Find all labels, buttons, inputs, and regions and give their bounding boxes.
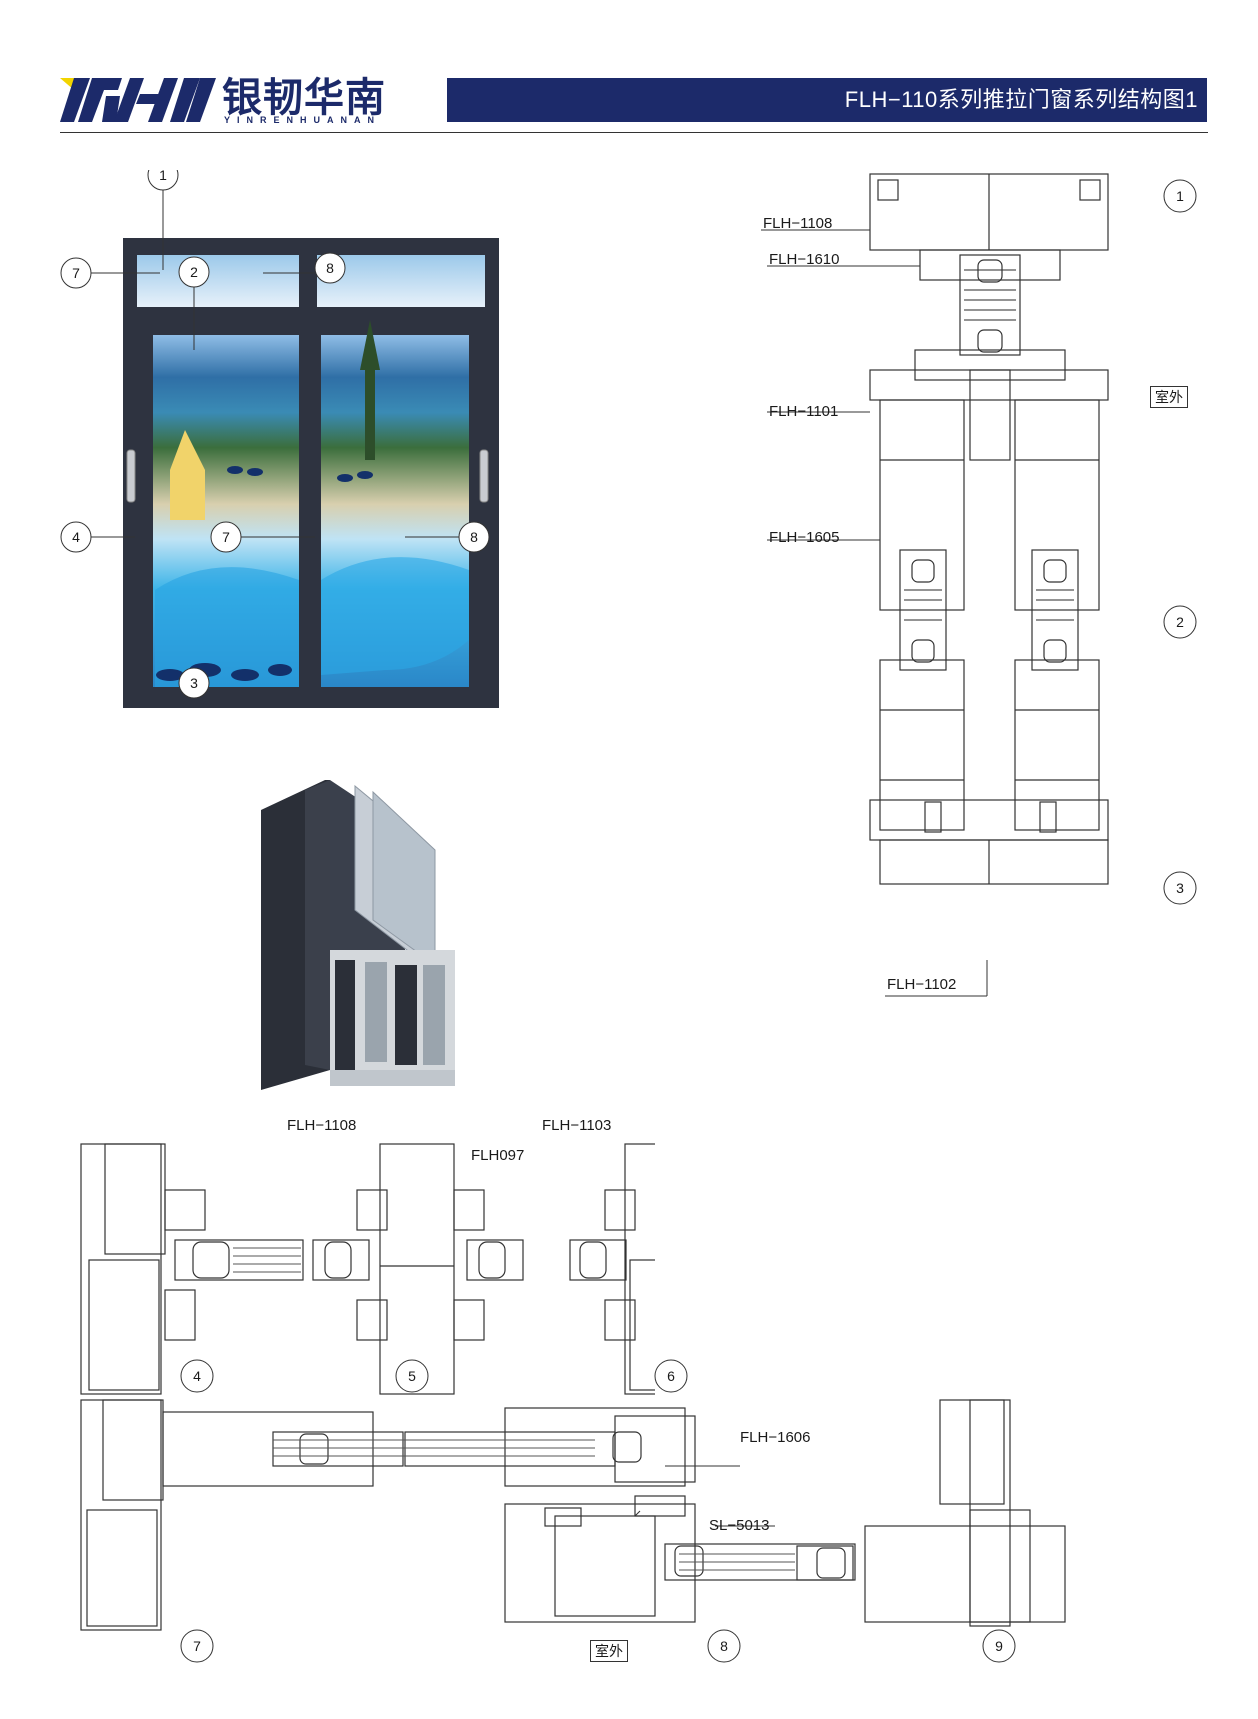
outside-label-top: 室外 xyxy=(1150,386,1188,408)
profile-corner-render xyxy=(261,780,455,1090)
svg-text:2: 2 xyxy=(190,264,198,280)
svg-text:3: 3 xyxy=(1176,880,1184,896)
callout-1 xyxy=(147,170,179,191)
header-band xyxy=(447,78,1207,122)
callout-4 xyxy=(60,521,92,553)
bottom-section-numbers: 4 5 6 7 8 9 xyxy=(180,1359,1016,1663)
logo-text: 银韧华南 xyxy=(222,76,386,120)
callout-3 xyxy=(178,667,210,699)
label-flh-1108-top: FLH−1108 xyxy=(763,215,833,232)
header-divider xyxy=(60,132,1208,133)
transom-glass-left xyxy=(137,255,299,307)
logo-mark xyxy=(60,78,216,122)
callout-7-top xyxy=(60,257,92,289)
vertical-section-drawing xyxy=(869,173,1109,885)
svg-text:1: 1 xyxy=(159,170,167,183)
right-handle xyxy=(479,449,489,503)
transom-glass-right xyxy=(317,255,485,307)
label-flh-1103: FLH−1103 xyxy=(542,1117,612,1134)
horizontal-section-789 xyxy=(80,1399,1066,1631)
label-flh-1108-bottom: FLH−1108 xyxy=(287,1117,357,1134)
page-title: FLH−110系列推拉门窗系列结构图1 xyxy=(844,87,1198,112)
section-number-8: 8 xyxy=(720,1638,728,1654)
svg-text:1: 1 xyxy=(1176,188,1184,204)
svg-text:8: 8 xyxy=(326,260,334,276)
svg-text:7: 7 xyxy=(72,265,80,281)
svg-text:7: 7 xyxy=(222,529,230,545)
top-section-leaders xyxy=(761,229,988,997)
label-flh-1605: FLH−1605 xyxy=(769,529,840,546)
callout-2 xyxy=(178,256,210,288)
label-flh-1102: FLH−1102 xyxy=(887,976,957,993)
section-number-6: 6 xyxy=(667,1368,675,1384)
label-flh-1606: FLH−1606 xyxy=(740,1429,811,1446)
label-flh-1610: FLH−1610 xyxy=(769,251,840,268)
section-number-9: 9 xyxy=(995,1638,1003,1654)
horizontal-section-456 xyxy=(80,1143,655,1395)
section-number-7: 7 xyxy=(193,1638,201,1654)
left-handle xyxy=(126,449,136,503)
label-flh097: FLH097 xyxy=(471,1147,525,1164)
outside-label-bottom: 室外 xyxy=(590,1640,628,1662)
top-section-numbers: 1 2 3 xyxy=(1163,179,1197,905)
svg-text:4: 4 xyxy=(72,529,80,545)
label-flh-1101: FLH−1101 xyxy=(769,403,839,420)
window-illustration: 1 7 2 8 4 7 8 3 xyxy=(60,170,499,708)
svg-text:2: 2 xyxy=(1176,614,1184,630)
callout-7 xyxy=(210,521,242,553)
section-number-5: 5 xyxy=(408,1368,416,1384)
callout-8 xyxy=(458,521,490,553)
svg-text:3: 3 xyxy=(190,675,198,691)
section-number-4: 4 xyxy=(193,1368,201,1384)
label-sl-5013: SL−5013 xyxy=(709,1517,770,1534)
logo-subtext: YINRENHUANAN xyxy=(224,115,382,125)
svg-text:8: 8 xyxy=(470,529,478,545)
callout-8-top xyxy=(314,252,346,284)
